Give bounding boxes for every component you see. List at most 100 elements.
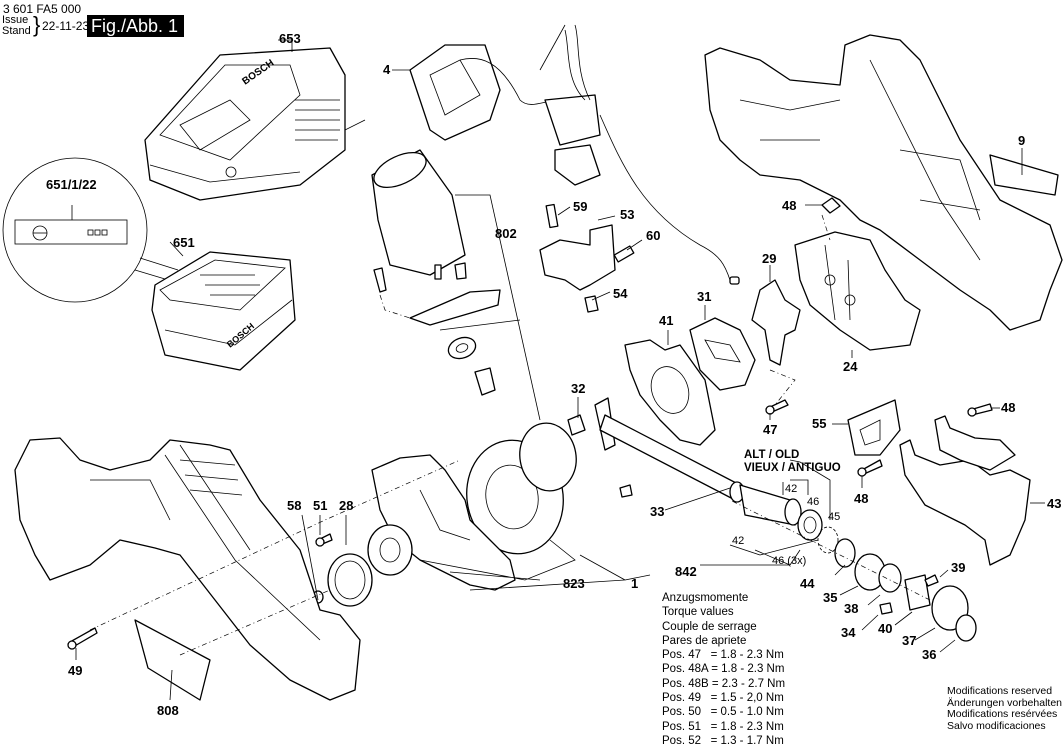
- shaft-part-33[interactable]: [567, 397, 802, 526]
- callout-36[interactable]: 36: [922, 647, 937, 662]
- torque-pos: Pos. 51: [662, 720, 711, 733]
- callout-44[interactable]: 44: [800, 576, 815, 591]
- shoe-part-43[interactable]: [899, 415, 1031, 566]
- callout-59[interactable]: 59: [573, 199, 588, 214]
- issue-label-de: Stand: [2, 25, 31, 37]
- torque-value: = 1.3 - 1.7 Nm: [710, 734, 784, 747]
- callout-651[interactable]: 651: [173, 235, 195, 250]
- torque-row: Pos. 47 = 1.8 - 2.3 Nm: [662, 648, 785, 662]
- document-number: 3 601 FA5 000: [3, 2, 82, 16]
- assembly-axes: [89, 214, 931, 656]
- issue-date: 22-11-23: [42, 19, 90, 33]
- gear-part[interactable]: [458, 419, 633, 562]
- callout-43[interactable]: 43: [1047, 496, 1062, 511]
- old-callout-46-3x[interactable]: 46 (3x): [772, 555, 807, 567]
- gasket-part-28[interactable]: [312, 553, 373, 607]
- callout-41[interactable]: 41: [659, 313, 674, 328]
- battery-part-651[interactable]: BOSCH: [151, 251, 296, 371]
- callout-9[interactable]: 9: [1018, 133, 1026, 148]
- torque-row: Pos. 48A = 1.8 - 2.3 Nm: [662, 662, 785, 676]
- callout-34[interactable]: 34: [841, 625, 856, 640]
- callout-802[interactable]: 802: [495, 226, 517, 241]
- torque-title-es: Pares de apriete: [662, 634, 747, 647]
- torque-value: = 1.8 - 2.3 Nm: [710, 649, 784, 662]
- callout-823[interactable]: 823: [563, 576, 585, 591]
- callout-842[interactable]: 842: [675, 564, 697, 579]
- callout-651-1-22[interactable]: 651/1/22: [46, 177, 97, 192]
- callout-653[interactable]: 653: [279, 31, 301, 46]
- callout-29[interactable]: 29: [762, 251, 777, 266]
- torque-row: Pos. 49 = 1.5 - 2,0 Nm: [662, 691, 785, 705]
- torque-title-en: Torque values: [662, 606, 734, 619]
- torque-title-fr: Couple de serrage: [662, 620, 757, 633]
- torque-value: = 0.5 - 1.0 Nm: [710, 706, 784, 719]
- screw-parts[interactable]: [67, 399, 993, 650]
- gear-housing-part-24[interactable]: [794, 197, 921, 351]
- switch-parts[interactable]: [539, 203, 635, 313]
- torque-pos: Pos. 48A: [662, 663, 712, 676]
- label-detail-circle: [2, 157, 179, 303]
- torque-value: = 2.3 - 2.7 Nm: [711, 677, 786, 690]
- gear-housing-part[interactable]: [367, 454, 516, 591]
- leader-lines: [75, 39, 1045, 701]
- callout-38[interactable]: 38: [844, 601, 859, 616]
- torque-value: = 1.5 - 2,0 Nm: [710, 692, 784, 705]
- brace-icon: }: [33, 12, 41, 37]
- callout-37[interactable]: 37: [902, 633, 917, 648]
- torque-value: = 1.8 - 2.3 Nm: [710, 720, 784, 733]
- bearing-parts[interactable]: [797, 509, 977, 642]
- callout-808[interactable]: 808: [157, 703, 179, 718]
- modifications-fr: Modifications resérvées: [947, 708, 1058, 720]
- torque-pos: Pos. 50: [662, 706, 711, 719]
- callout-33[interactable]: 33: [650, 504, 665, 519]
- callout-48-lower[interactable]: 48: [854, 491, 869, 506]
- callout-51[interactable]: 51: [313, 498, 328, 513]
- lever-part-55[interactable]: [847, 399, 901, 456]
- torque-pos: Pos. 47: [662, 649, 711, 662]
- callout-54[interactable]: 54: [613, 286, 628, 301]
- plate-part-41[interactable]: [624, 339, 716, 446]
- housing-half-part[interactable]: [704, 34, 1063, 331]
- callout-1[interactable]: 1: [631, 576, 639, 591]
- callout-31[interactable]: 31: [697, 289, 712, 304]
- callout-53[interactable]: 53: [620, 207, 635, 222]
- guide-plate-part-29[interactable]: [751, 279, 801, 366]
- callout-60[interactable]: 60: [646, 228, 661, 243]
- issue-label-en: Issue: [2, 14, 29, 26]
- callout-58[interactable]: 58: [287, 498, 302, 513]
- old-callout-45[interactable]: 45: [828, 511, 841, 523]
- torque-title-de: Anzugsmomente: [662, 592, 749, 604]
- torque-value: = 1.8 - 2.3 Nm: [711, 663, 785, 676]
- callout-39[interactable]: 39: [951, 560, 966, 575]
- old-version-title-line1: ALT / OLD: [744, 449, 800, 461]
- old-callout-42-top[interactable]: 42: [785, 483, 798, 495]
- callout-24[interactable]: 24: [843, 359, 858, 374]
- torque-pos: Pos. 49: [662, 692, 711, 705]
- callout-32[interactable]: 32: [571, 381, 586, 396]
- torque-row: Pos. 50 = 0.5 - 1.0 Nm: [662, 705, 785, 719]
- charger-part-653[interactable]: BOSCH: [144, 47, 366, 201]
- callout-55[interactable]: 55: [812, 416, 827, 431]
- callout-49[interactable]: 49: [68, 663, 83, 678]
- modifications-es: Salvo modificaciones: [947, 719, 1046, 732]
- callout-28[interactable]: 28: [339, 498, 354, 513]
- callout-35[interactable]: 35: [823, 590, 838, 605]
- callout-48-upper[interactable]: 48: [782, 198, 797, 213]
- torque-values-table: Anzugsmomente Torque values Couple de se…: [662, 591, 785, 748]
- torque-row: Pos. 48B = 2.3 - 2.7 Nm: [662, 677, 785, 691]
- figure-label: Fig./Abb. 1: [87, 15, 185, 37]
- block-part-31[interactable]: [689, 317, 756, 391]
- old-version-title: ALT / OLD VIEUX / ANTIGUO: [744, 449, 841, 475]
- electronics-module-part-4[interactable]: [409, 24, 740, 285]
- old-callout-46-top[interactable]: 46: [807, 496, 820, 508]
- callout-48-right[interactable]: 48: [1001, 400, 1016, 415]
- callout-4[interactable]: 4: [383, 62, 391, 77]
- callout-40[interactable]: 40: [878, 621, 893, 636]
- old-callout-42-bottom[interactable]: 42: [732, 535, 745, 547]
- main-housing-half[interactable]: [14, 437, 361, 701]
- callout-47[interactable]: 47: [763, 422, 778, 437]
- motor-part[interactable]: [369, 145, 541, 421]
- label-sticker-808[interactable]: [134, 619, 211, 701]
- modifications-de: Änderungen vorbehalten: [947, 696, 1063, 709]
- torque-row: Pos. 51 = 1.8 - 2.3 Nm: [662, 720, 785, 734]
